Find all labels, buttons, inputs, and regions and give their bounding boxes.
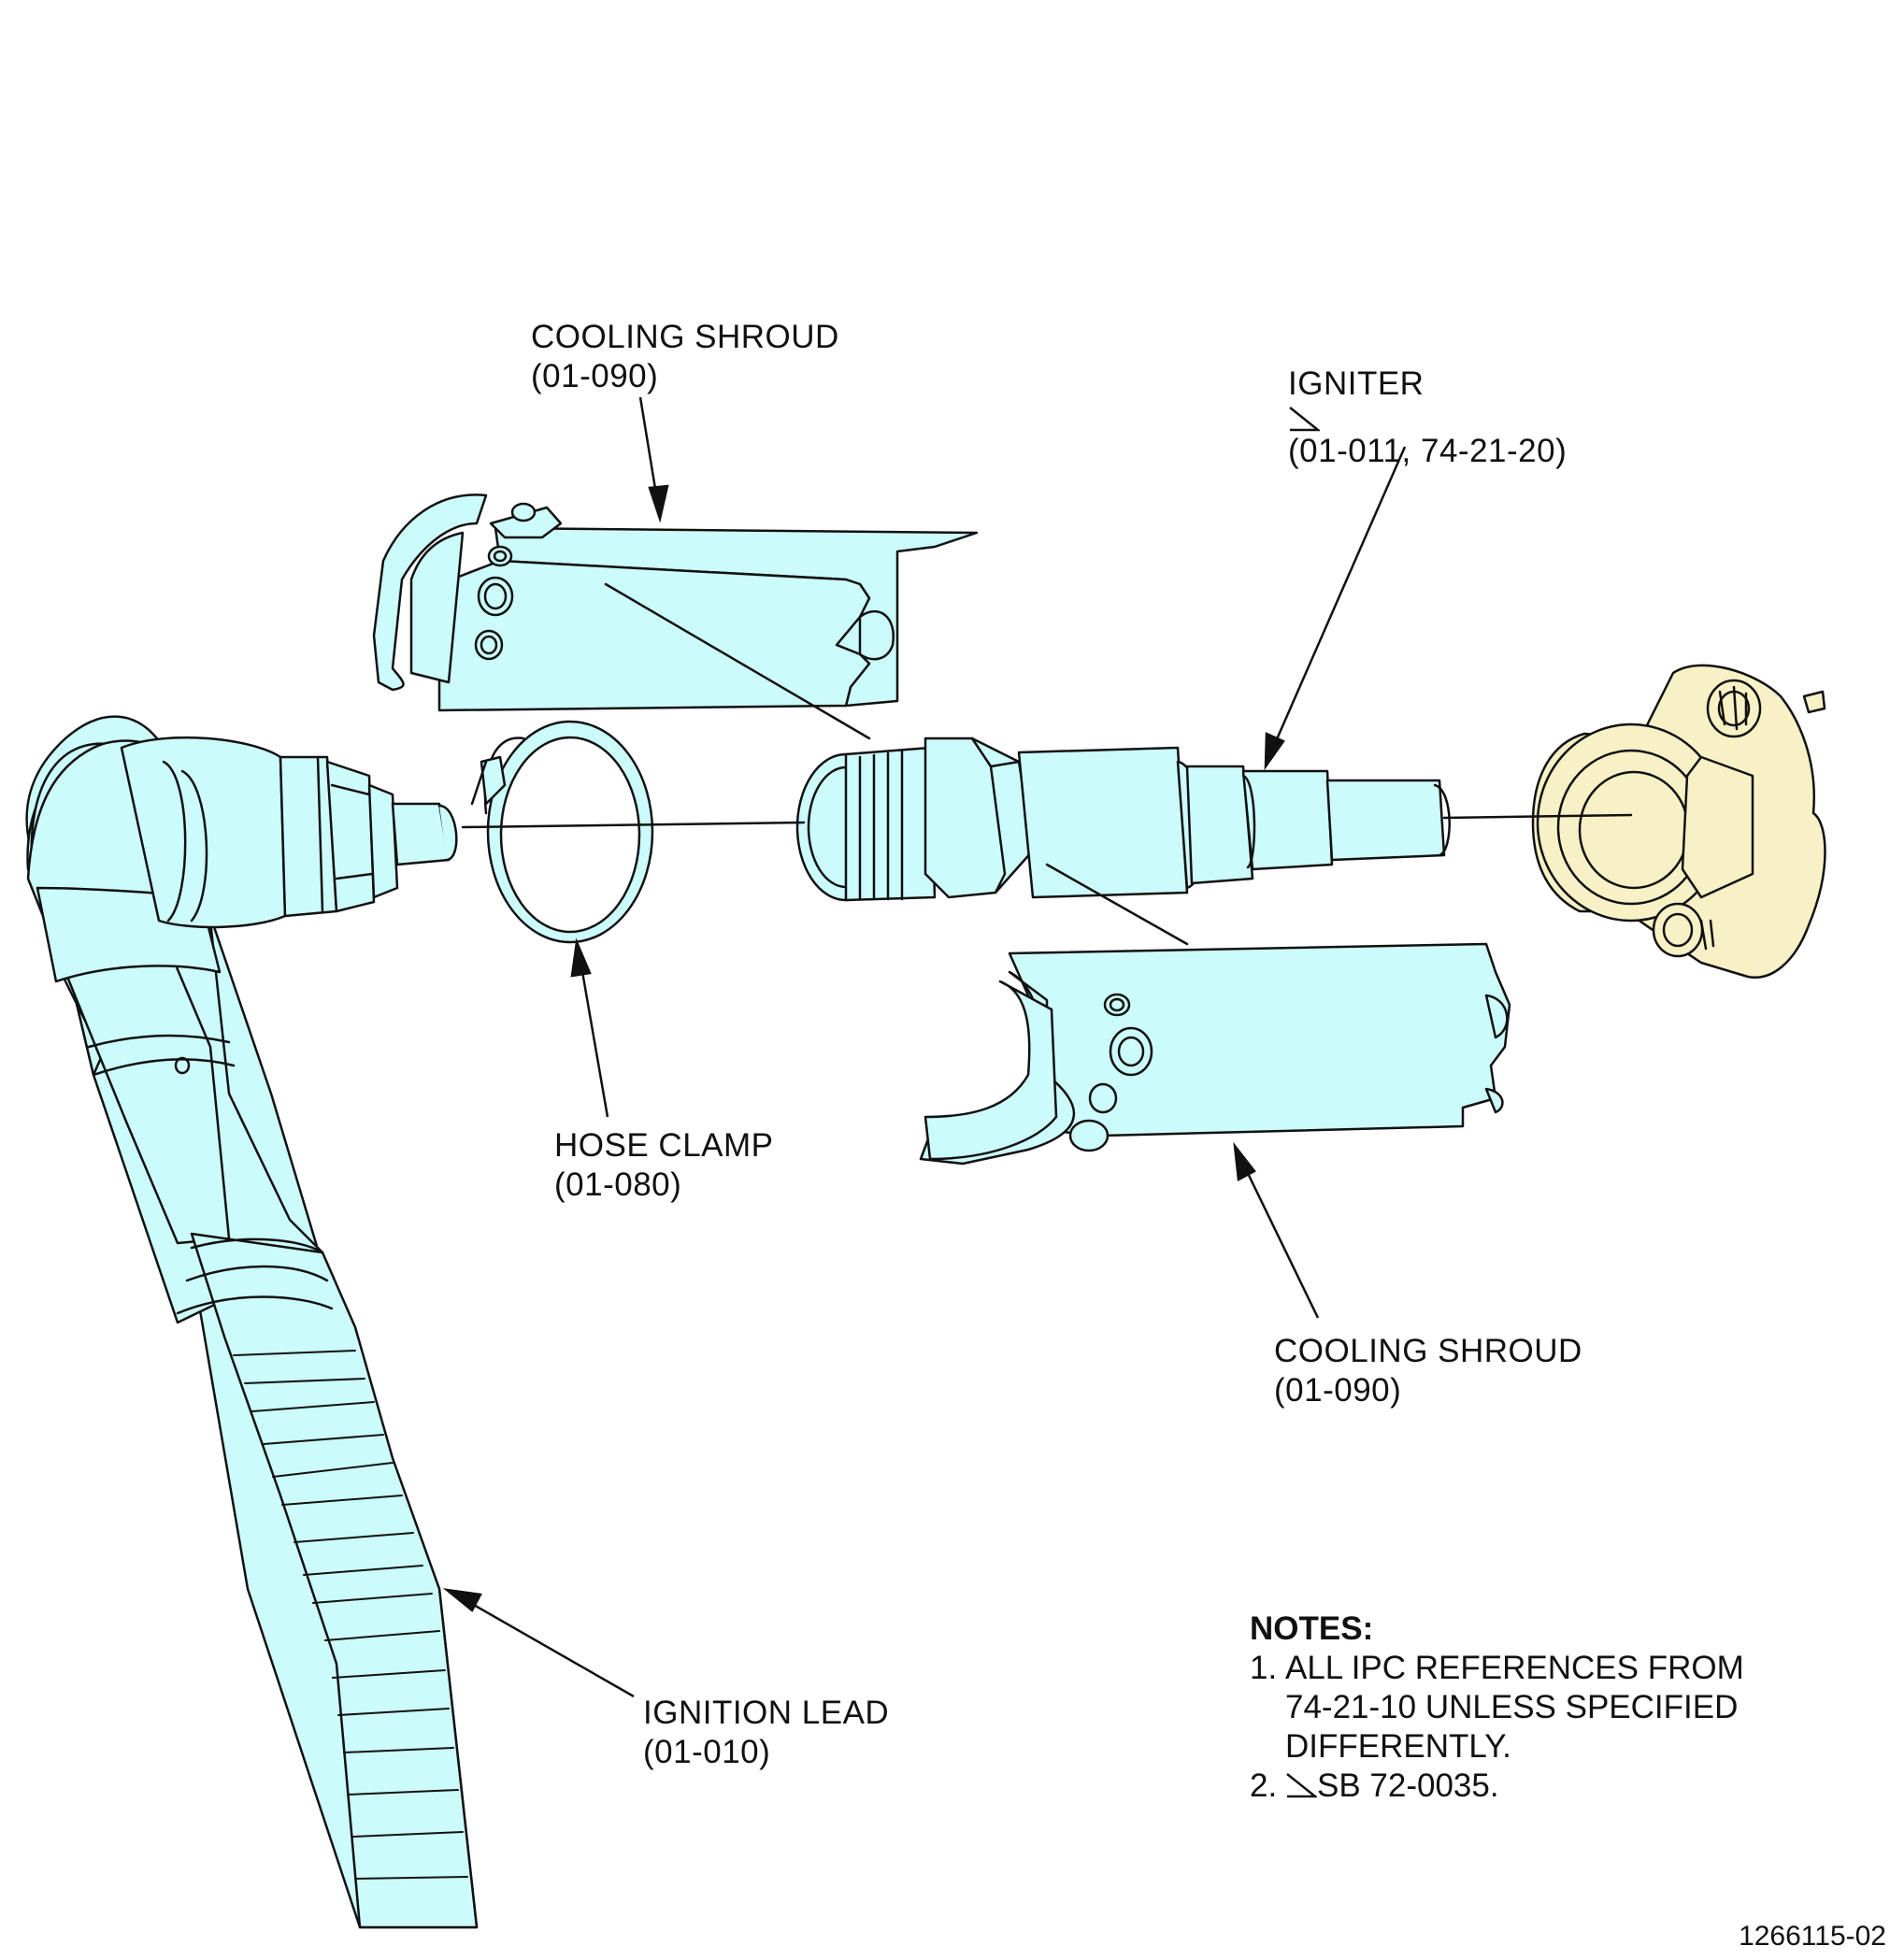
part-reference: (01-010) [643, 1734, 771, 1770]
note-line: SB 72-0035. [1317, 1767, 1499, 1804]
igniter-boss-part [1531, 664, 1826, 979]
part-reference: (01-090) [1274, 1372, 1402, 1409]
note-line: DIFFERENTLY. [1285, 1728, 1511, 1765]
cooling-shroud-bottom-part [919, 942, 1511, 1166]
part-name: COOLING SHROUD [531, 319, 839, 355]
document-number: 1266115-02 [1739, 1921, 1886, 1952]
note-number: 1. [1250, 1650, 1278, 1686]
notes-block: NOTES: 1. ALL IPC REFERENCES FROM 74-21-… [1250, 1609, 1744, 1806]
part-reference: (01-011, 74-21-20) [1288, 433, 1568, 469]
igniter-part [795, 737, 1451, 902]
note-line: ALL IPC REFERENCES FROM [1285, 1650, 1744, 1686]
note-item: 2. SB 72-0035. [1250, 1767, 1744, 1806]
part-name: HOSE CLAMP [554, 1127, 774, 1164]
note-text: ALL IPC REFERENCES FROM 74-21-10 UNLESS … [1285, 1649, 1744, 1767]
part-reference-row: (01-011, 74-21-20) [1288, 404, 1567, 471]
triangle-flag-icon [1285, 1770, 1317, 1798]
cooling-shroud-bottom-label: COOLING SHROUD (01-090) [1274, 1332, 1582, 1410]
cooling-shroud-top-part [372, 494, 979, 712]
part-reference: (01-090) [531, 358, 659, 394]
part-name: IGNITER [1288, 365, 1425, 402]
triangle-flag-icon [1288, 404, 1320, 432]
note-line: 74-21-10 UNLESS SPECIFIED [1285, 1689, 1739, 1725]
part-name: COOLING SHROUD [1274, 1333, 1582, 1369]
hose-clamp-label: HOSE CLAMP (01-080) [554, 1126, 774, 1205]
note-text: SB 72-0035. [1285, 1767, 1499, 1806]
hose-clamp-part [470, 720, 654, 944]
igniter-label: IGNITER (01-011, 74-21-20) [1288, 365, 1567, 471]
notes-heading: NOTES: [1250, 1610, 1374, 1647]
note-item: 1. ALL IPC REFERENCES FROM 74-21-10 UNLE… [1250, 1649, 1744, 1767]
part-name: IGNITION LEAD [643, 1695, 890, 1731]
cooling-shroud-top-label: COOLING SHROUD (01-090) [531, 318, 839, 396]
note-number: 2. [1250, 1767, 1278, 1804]
ignition-lead-label: IGNITION LEAD (01-010) [643, 1694, 889, 1772]
part-reference: (01-080) [554, 1166, 682, 1203]
ignition-lead-part [25, 715, 479, 1929]
